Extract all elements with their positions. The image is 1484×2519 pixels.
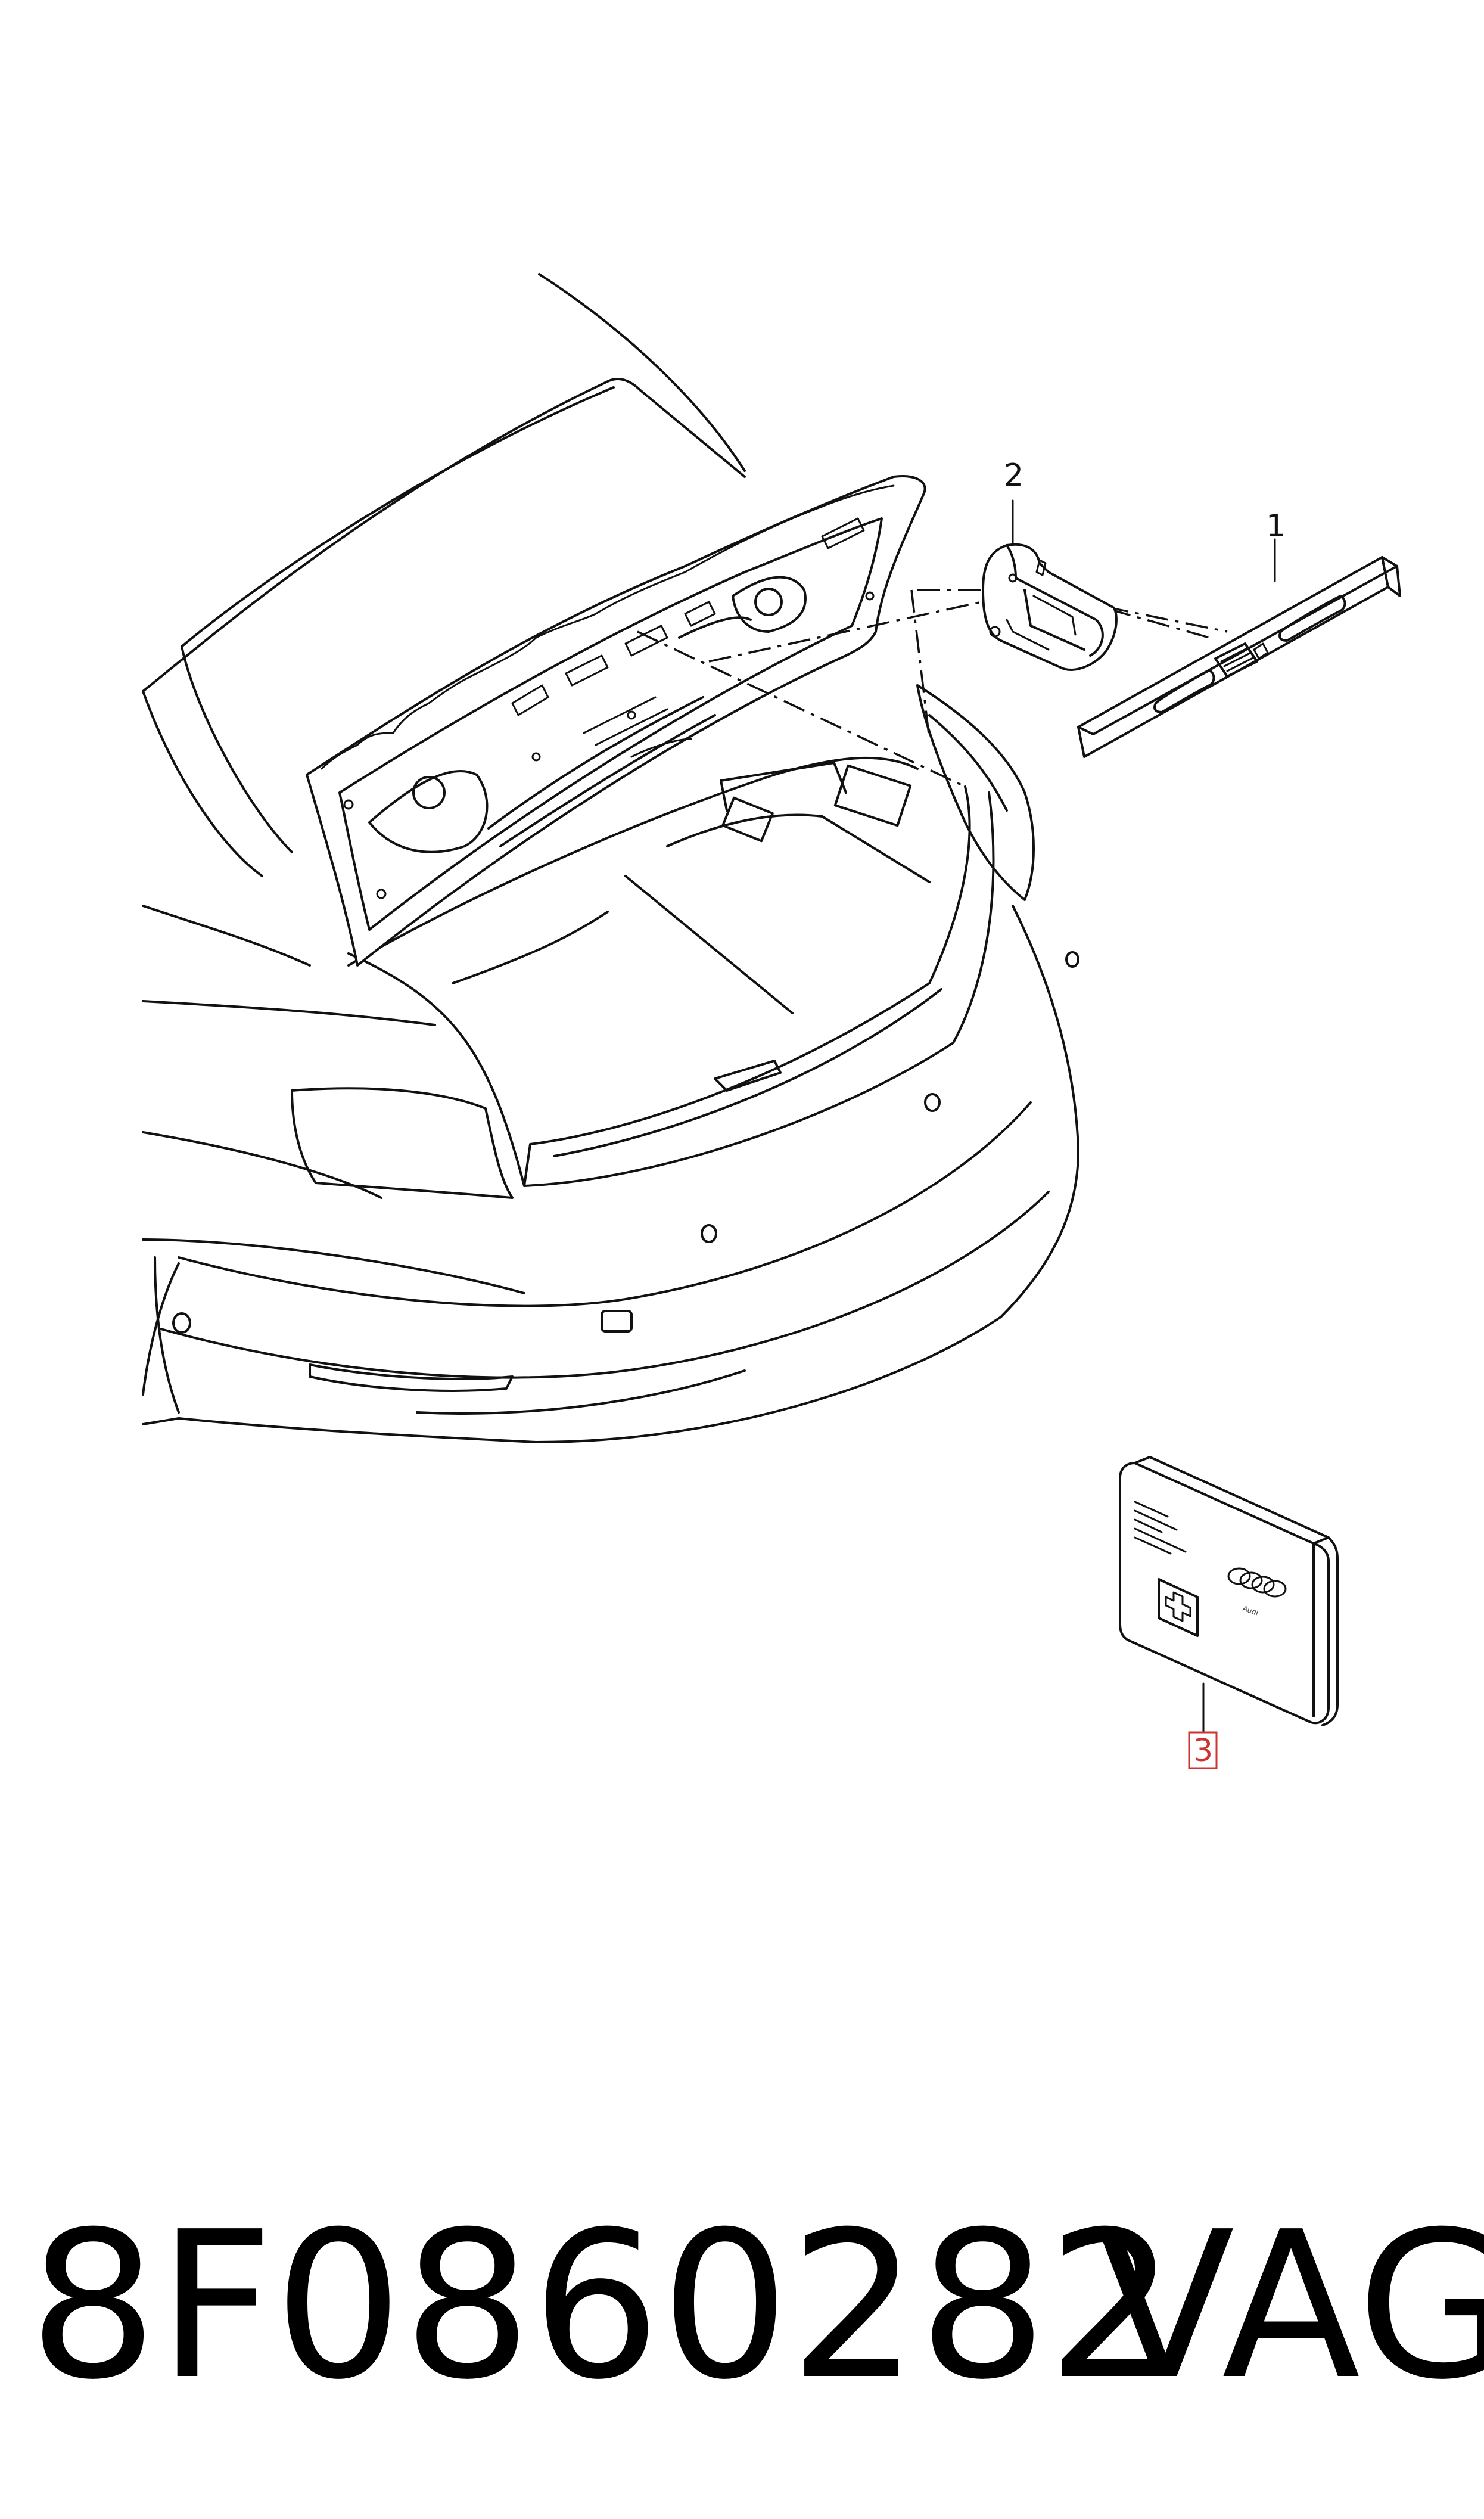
warning-triangle-case — [1077, 556, 1401, 758]
first-aid-kit: Audi — [1119, 1456, 1339, 1726]
car-rear-illustration — [142, 273, 1079, 1443]
callout-3-highlight-box — [1188, 1731, 1218, 1769]
callout-1: 1 — [1266, 508, 1286, 544]
holder-bracket — [982, 543, 1118, 671]
callout-leaders — [1012, 499, 1276, 1732]
callout-3: 3 — [1193, 1733, 1213, 1769]
leader-dash-lines — [637, 586, 1228, 788]
callout-2: 2 — [1004, 458, 1023, 493]
brand-label: VAG — [1096, 2188, 1484, 2424]
part-number-label: 8F0860282 — [29, 2188, 1177, 2424]
